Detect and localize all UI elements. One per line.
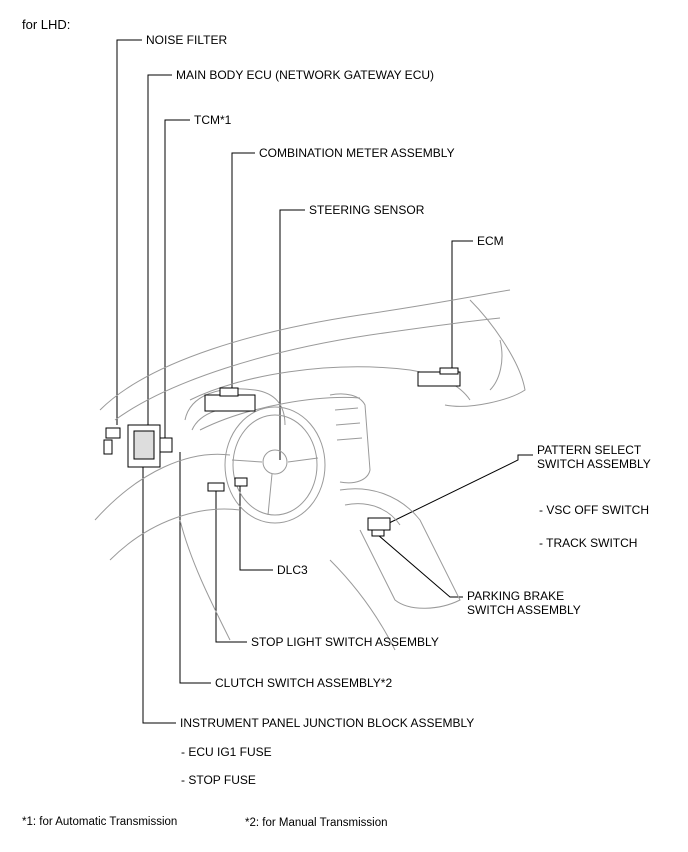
label-parking-brake-line1: PARKING BRAKE — [467, 589, 565, 603]
label-clutch-switch: CLUTCH SWITCH ASSEMBLY*2 — [215, 676, 393, 690]
label-dlc3: DLC3 — [277, 563, 308, 577]
label-pattern-select-line1: PATTERN SELECT — [537, 443, 642, 457]
label-main-body-ecu: MAIN BODY ECU (NETWORK GATEWAY ECU) — [176, 68, 435, 82]
leader-noise-filter — [116, 39, 142, 425]
leader-tcm — [164, 119, 190, 448]
dashboard-illustration — [94, 289, 526, 651]
component-shapes — [103, 367, 461, 537]
label-steering-sensor: STEERING SENSOR — [309, 203, 425, 217]
label-pattern-select-line2: SWITCH ASSEMBLY — [537, 457, 651, 471]
leader-ecm — [451, 240, 473, 372]
label-stop-fuse: - STOP FUSE — [181, 773, 256, 787]
footnote-manual: *2: for Manual Transmission — [245, 817, 388, 829]
label-tcm: TCM*1 — [194, 113, 232, 127]
leader-parking-brake — [377, 534, 463, 598]
label-track-switch: - TRACK SWITCH — [539, 536, 638, 550]
footnote-automatic: *1: for Automatic Transmission — [22, 816, 178, 828]
leader-steering-sensor — [279, 209, 305, 460]
label-vsc-off-switch: - VSC OFF SWITCH — [539, 503, 649, 517]
label-parking-brake-line2: SWITCH ASSEMBLY — [467, 603, 581, 617]
leader-main-body-ecu — [147, 74, 172, 425]
leader-dlc3 — [239, 483, 273, 571]
page-title: for LHD: — [22, 17, 71, 32]
leader-pattern-select — [384, 454, 533, 526]
label-ecm: ECM — [477, 234, 504, 248]
label-stop-light-switch: STOP LIGHT SWITCH ASSEMBLY — [251, 635, 439, 649]
leader-clutch — [179, 452, 211, 684]
leader-combination-meter — [231, 152, 255, 392]
leader-instrument-panel-jb — [142, 430, 176, 724]
label-instrument-panel-jb: INSTRUMENT PANEL JUNCTION BLOCK ASSEMBLY — [180, 716, 475, 730]
label-ecu-ig1-fuse: - ECU IG1 FUSE — [181, 745, 272, 759]
label-noise-filter: NOISE FILTER — [146, 33, 228, 47]
label-combination-meter: COMBINATION METER ASSEMBLY — [259, 146, 455, 160]
leader-stop-light — [215, 488, 247, 643]
